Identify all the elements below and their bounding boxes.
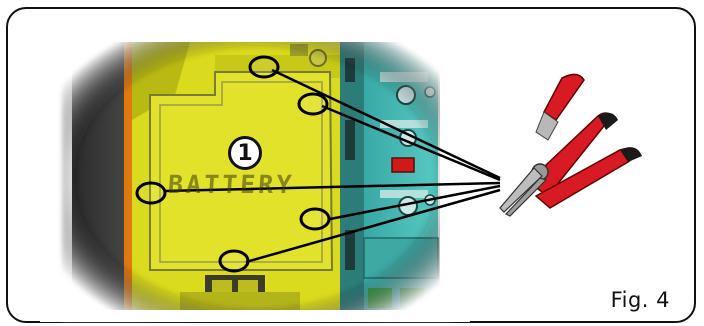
- pliers-icon: [499, 73, 642, 217]
- battery-label: BATTERY: [166, 170, 296, 199]
- pointer-line-3: [163, 181, 501, 193]
- clip-circle-5: [218, 249, 250, 273]
- pointer-line-2: [321, 104, 501, 182]
- clip-circle-2: [297, 92, 329, 116]
- component-number-marker: 1: [228, 136, 262, 170]
- pointer-line-1: [271, 68, 501, 180]
- pointer-line-5: [245, 188, 501, 264]
- clip-circles: [135, 55, 331, 273]
- clip-indicator-lines: [163, 68, 501, 264]
- clip-circle-4: [299, 207, 331, 231]
- figure-caption: Fig. 4: [610, 288, 670, 312]
- clip-circle-3: [135, 181, 167, 205]
- clip-circle-1: [248, 55, 280, 79]
- pointer-line-4: [329, 184, 501, 221]
